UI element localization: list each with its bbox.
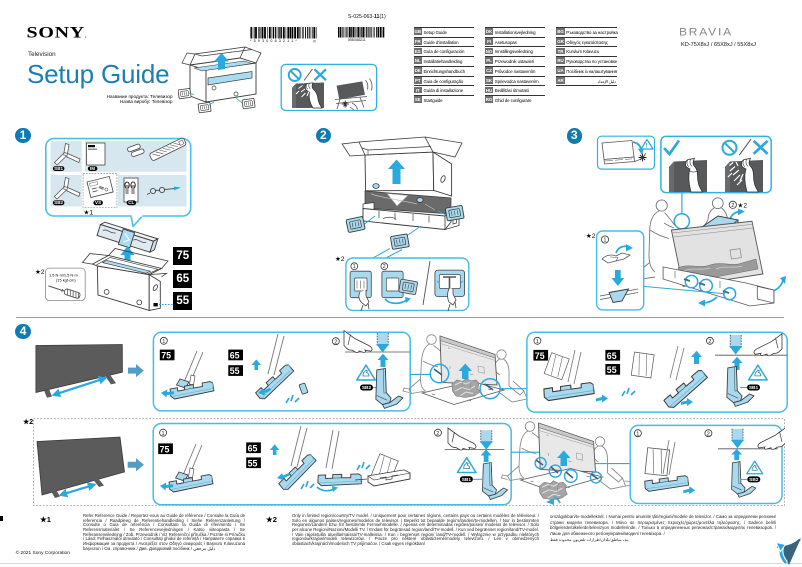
svg-text:VS: VS	[95, 200, 101, 205]
svg-text:(I): (I)	[313, 39, 316, 43]
svg-text:(15 kgf·cm): (15 kgf·cm)	[56, 278, 76, 283]
svg-text:*5930063211*: *5930063211*	[250, 39, 299, 43]
svg-text:SB1: SB1	[749, 385, 759, 391]
svg-text:55: 55	[248, 458, 258, 468]
svg-text:65: 65	[248, 443, 258, 453]
svg-text:75: 75	[160, 444, 170, 454]
svg-text:★2: ★2	[586, 232, 596, 240]
svg-text:1: 1	[636, 431, 639, 437]
svg-text:2: 2	[383, 264, 386, 270]
svg-text:1: 1	[162, 339, 165, 345]
svg-text:2: 2	[707, 431, 710, 437]
svg-text:★2: ★2	[35, 268, 45, 276]
svg-text:★1: ★1	[84, 209, 94, 217]
svg-text:1: 1	[536, 339, 539, 345]
svg-text:SB1: SB1	[54, 166, 63, 171]
svg-text:75: 75	[161, 351, 171, 361]
svg-text:CL: CL	[128, 200, 134, 205]
svg-text:2: 2	[334, 339, 337, 345]
svg-text:★2: ★2	[335, 255, 345, 263]
svg-text:2: 2	[731, 203, 734, 209]
svg-text:2: 2	[436, 431, 439, 437]
svg-text:65: 65	[607, 351, 617, 361]
svg-text:1: 1	[162, 431, 165, 437]
svg-text:1: 1	[603, 238, 606, 244]
svg-text:75: 75	[535, 351, 545, 361]
svg-text:SB2: SB2	[362, 385, 372, 391]
svg-text:SB2: SB2	[54, 200, 63, 205]
svg-text:5930063211: 5930063211	[348, 37, 366, 41]
svg-text:55: 55	[230, 366, 240, 376]
svg-text:!: !	[646, 144, 648, 150]
svg-text:55: 55	[607, 365, 617, 375]
svg-text:IM: IM	[90, 166, 95, 171]
svg-text:★2: ★2	[738, 202, 748, 210]
svg-text:65: 65	[230, 351, 240, 361]
svg-text:2: 2	[708, 339, 711, 345]
svg-text:SB1: SB1	[462, 477, 472, 483]
svg-text:1.5 N·m/1,5 N·m: 1.5 N·m/1,5 N·m	[49, 273, 78, 278]
svg-text:SB2: SB2	[749, 477, 759, 483]
svg-text:1: 1	[353, 264, 356, 270]
